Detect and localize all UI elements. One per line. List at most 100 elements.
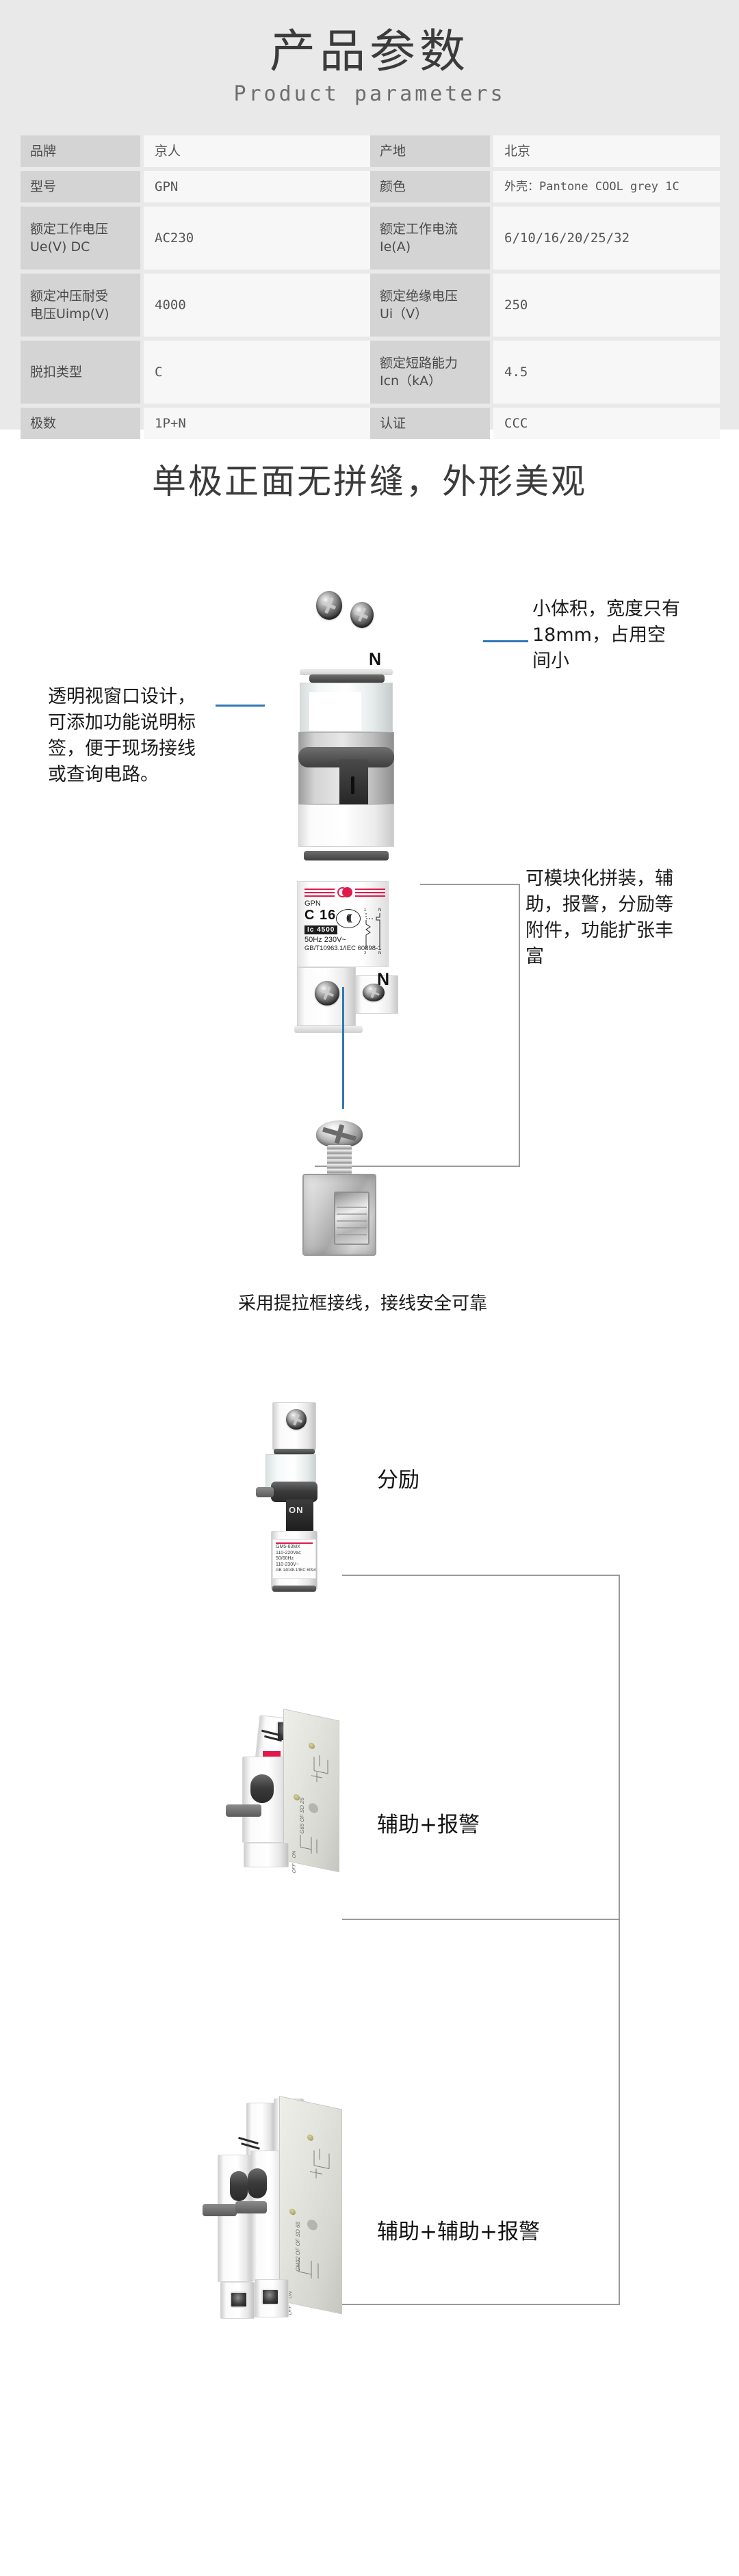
module-schematic-icon: [300, 1835, 317, 1854]
table-row: 额定绝缘电压 Ui（V） 250: [370, 274, 720, 337]
terminal-screw-icon: [316, 591, 342, 620]
table-row: 认证 CCC: [370, 408, 720, 439]
brand-logo-icon: [337, 887, 352, 897]
nameplate-rating: C 16: [304, 908, 337, 923]
param-value: 6/10/16/20/25/32: [493, 207, 720, 270]
module-bracket-line-1: [342, 1575, 620, 1576]
param-key: 额定工作电流 Ie(A): [370, 207, 490, 270]
module-toggle: ON: [286, 1499, 313, 1532]
param-key: 颜色: [370, 171, 490, 202]
module-schematic-icon: [310, 2148, 330, 2179]
table-row: 额定短路能力 Icn（kA） 4.5: [370, 341, 720, 404]
table-row: 额定工作电压 Ue(V) DC AC230: [21, 207, 370, 270]
table-row: 脱扣类型 C: [21, 341, 370, 404]
terminal-screw-icon: [363, 984, 385, 1001]
breaker-busbar: [309, 674, 385, 683]
param-value: 北京: [493, 135, 720, 167]
product-parameters-section: 产品参数 Product parameters 品牌 京人 型号 GPN: [0, 0, 739, 439]
param-value: GPN: [144, 171, 370, 202]
bracket-vertical-main: [519, 884, 520, 1167]
svg-text:1: 1: [364, 908, 367, 912]
screw-head-icon: [316, 1120, 363, 1148]
param-value: 京人: [144, 135, 370, 167]
module-line2: 50/60Hz: [276, 1556, 294, 1561]
leader-line-left: [216, 705, 265, 707]
nameplate-model: GPN: [304, 899, 321, 908]
parameters-table: 品牌 京人 型号 GPN 额定工作电压 Ue(V) DC: [21, 135, 720, 443]
module-bracket-vertical: [619, 1575, 620, 2305]
param-key: 额定短路能力 Icn（kA）: [370, 341, 490, 404]
nameplate-icn: Ic 4500: [304, 925, 338, 934]
module-toggle-label-off: OFF: [288, 2304, 293, 2316]
table-row: 品牌 京人: [21, 135, 370, 167]
module-bracket-line-2: [342, 1919, 620, 1920]
module-side-face: G65 OF SD 26 ON OFF: [283, 1709, 339, 1874]
terminal-screw-icon: [286, 1409, 307, 1430]
param-key: 极数: [21, 408, 140, 439]
module-model: G65 OF SD 26: [299, 1796, 305, 1835]
breaker-foot-rail: [294, 1026, 363, 1033]
lift-frame-cage: [302, 1174, 376, 1256]
module-actuator-knob: [248, 2168, 267, 2198]
toggle-notch-icon: [351, 776, 354, 794]
param-key: 品牌: [21, 135, 140, 167]
breaker-top-rail: [300, 669, 393, 675]
param-key: 脱扣类型: [21, 341, 140, 404]
parameters-column-left: 品牌 京人 型号 GPN 额定工作电压 Ue(V) DC: [21, 135, 370, 443]
caption-lift-frame-terminal: 采用提拉框接线，接线安全可靠: [237, 1293, 487, 1314]
table-row: 产地 北京: [370, 135, 720, 167]
module-plunger-pin: [256, 1487, 274, 1497]
breaker-nameplate: GPN C 16 Ic 4500 50Hz 230V~ GB/T10963.1/…: [297, 881, 389, 967]
module-toggle-label: ON: [288, 2291, 293, 2300]
module-port-icon: [261, 2289, 279, 2305]
table-row: 型号 GPN: [21, 171, 370, 202]
table-row: 极数 1P+N: [21, 408, 370, 439]
param-value: AC230: [144, 207, 370, 270]
module-toggle-label: ON: [289, 1505, 304, 1515]
bracket-line-top: [420, 884, 519, 885]
module-rail: [274, 1449, 315, 1454]
ccc-certification-icon: (((: [336, 909, 361, 928]
param-key: 额定工作电压 Ue(V) DC: [21, 207, 140, 270]
module-red-tab: [263, 1751, 281, 1757]
nameplate-freq-voltage: 50Hz 230V~: [304, 936, 346, 944]
feature-section-title: 单极正面无拼缝，外形美观: [152, 462, 587, 501]
param-value: CCC: [493, 408, 720, 439]
param-value: 4.5: [493, 341, 720, 404]
param-key: 型号: [21, 171, 140, 202]
table-row: 额定冲压耐受 电压Uimp(V) 4000: [21, 274, 370, 337]
module-port-icon: [230, 2291, 248, 2308]
circuit-schematic-icon: 1 N 2 N: [364, 908, 381, 956]
module-label-aux-alarm: 辅助+报警: [377, 1813, 480, 1837]
wire-slot: [334, 1192, 370, 1245]
param-key: 认证: [370, 408, 490, 439]
param-key: 产地: [370, 135, 490, 167]
svg-text:2: 2: [364, 951, 367, 956]
label-slot: [309, 692, 361, 731]
svg-text:N: N: [378, 951, 381, 956]
table-row: 额定工作电流 Ie(A) 6/10/16/20/25/32: [370, 207, 720, 270]
param-value: 4000: [144, 274, 370, 337]
breaker-lower-housing: [298, 804, 394, 847]
module-actuator-knob: [250, 1774, 274, 1803]
param-key: 额定冲压耐受 电压Uimp(V): [21, 274, 140, 337]
neutral-marking-bottom: N: [377, 970, 390, 989]
module-side-face: GM32 OF OF SD 68 ON OFF: [279, 2096, 342, 2315]
bracket-line-bottom: [315, 1166, 520, 1167]
brand-stripes-icon: [304, 886, 385, 898]
param-value: C: [144, 341, 370, 404]
module-line3: 110-230V~: [276, 1562, 299, 1567]
page-subtitle: Product parameters: [233, 82, 506, 106]
module-foot: [244, 1843, 289, 1867]
module-nameplate: GM5-63MX 110-220Vac 50/60Hz 110-230V~ GB…: [272, 1539, 316, 1579]
module-actuator-knob: [230, 2171, 248, 2201]
parameters-column-right: 产地 北京 颜色 外壳：Pantone COOL grey 1C 额定工作电流 …: [370, 135, 720, 443]
leader-line-terminal: [342, 987, 344, 1109]
module-plunger-pin: [203, 2204, 237, 2216]
callout-modular-assembly: 可模块化拼装，辅助，报警，分励等附件，功能扩张丰富: [526, 868, 673, 967]
module-label-aux-aux-alarm: 辅助+辅助+报警: [377, 2220, 540, 2244]
neutral-marking-top: N: [369, 650, 382, 669]
module-schematic-icon: [298, 2258, 319, 2279]
module-line1: 110-220Vac: [276, 1550, 301, 1555]
param-value: 1P+N: [144, 408, 370, 439]
